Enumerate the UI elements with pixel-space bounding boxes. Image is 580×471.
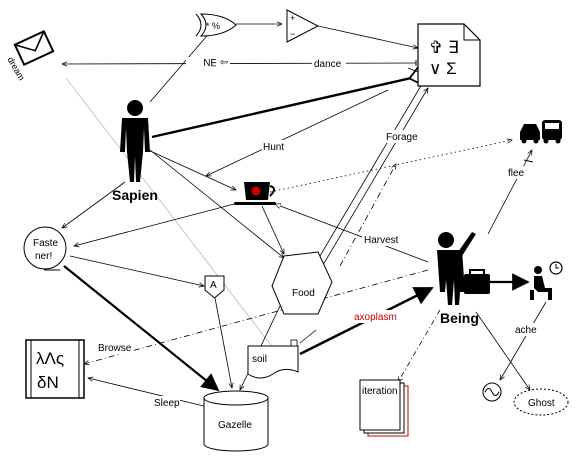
edges bbox=[62, 24, 547, 409]
edge-flee[interactable] bbox=[487, 150, 532, 235]
edge-label-ache: ache bbox=[515, 325, 537, 336]
envelope-icon[interactable] bbox=[13, 29, 55, 67]
sine-wave-icon[interactable] bbox=[482, 382, 502, 402]
edge-label-axoplasm: axoplasm bbox=[354, 312, 397, 323]
edge-being-iteration[interactable] bbox=[398, 309, 441, 382]
op-amp-icon[interactable]: + − bbox=[286, 9, 320, 43]
edge-faster-a[interactable] bbox=[69, 255, 204, 286]
gate-symbol: * % bbox=[206, 21, 220, 31]
greek-line2: δN bbox=[37, 373, 59, 392]
edge-label-browse: Browse bbox=[98, 343, 132, 354]
greek-line1: λΛς bbox=[36, 349, 64, 368]
node-label-soil: soil bbox=[252, 354, 267, 365]
clock-icon bbox=[549, 261, 563, 275]
node-label-ghost: Ghost bbox=[528, 398, 555, 409]
edge-soil-tail bbox=[299, 329, 317, 344]
vehicles-icon[interactable] bbox=[520, 120, 562, 144]
soil-node[interactable]: soil bbox=[247, 339, 299, 379]
waiting-person-icon[interactable] bbox=[530, 266, 552, 300]
edge-sapien-food bbox=[149, 149, 284, 258]
food-node[interactable]: Food bbox=[271, 251, 333, 315]
node-label-iteration: iteration bbox=[362, 386, 398, 397]
edge-forage-b bbox=[313, 83, 423, 267]
edge-cup-food[interactable] bbox=[261, 205, 284, 254]
node-label-being: Being bbox=[440, 310, 479, 326]
edge-forage-a[interactable] bbox=[319, 88, 428, 271]
edge-hunt[interactable] bbox=[206, 89, 389, 176]
edge-waiting-wave[interactable] bbox=[500, 301, 547, 380]
node-label-food: Food bbox=[292, 288, 315, 299]
amp-plus: + bbox=[290, 13, 295, 23]
faster-line1: Faste bbox=[33, 238, 58, 249]
edge-cup-vehicles[interactable] bbox=[269, 140, 512, 193]
amp-minus: − bbox=[290, 29, 295, 39]
faster-node[interactable]: Faste ner! bbox=[23, 226, 67, 271]
ghost-node[interactable]: Ghost bbox=[513, 388, 569, 416]
edge-label-mirror: ⇨ ∃N bbox=[203, 56, 228, 67]
document-icon[interactable]: ✞ ∃ ∨ Σ bbox=[417, 23, 481, 87]
document-text-line1: ✞ ∃ bbox=[429, 38, 459, 57]
edge-label-forage: Forage bbox=[386, 132, 418, 143]
edge-envelope-gazelle-faint bbox=[65, 77, 291, 371]
edge-dance[interactable] bbox=[62, 63, 416, 64]
faster-line2: ner! bbox=[35, 251, 52, 262]
tag-label: A bbox=[210, 280, 217, 291]
edge-browse[interactable] bbox=[84, 269, 429, 364]
iteration-node[interactable]: iteration bbox=[359, 379, 409, 437]
document-text-line2: ∨ Σ bbox=[429, 59, 457, 78]
edge-label-flee: flee bbox=[508, 168, 525, 179]
edge-faster-gazelle[interactable] bbox=[63, 265, 220, 392]
edge-harvest[interactable] bbox=[275, 204, 429, 263]
node-label-sapien: Sapien bbox=[112, 187, 158, 203]
edge-label-dance: dance bbox=[314, 59, 342, 70]
person-icon-being[interactable] bbox=[437, 232, 490, 305]
edge-a-gazelle[interactable] bbox=[214, 297, 232, 388]
database-icon[interactable]: Gazelle bbox=[203, 390, 269, 452]
edge-sapien-faster[interactable] bbox=[62, 181, 126, 228]
xor-gate-icon[interactable]: * % bbox=[195, 13, 237, 37]
cup-icon[interactable] bbox=[234, 182, 276, 205]
greek-symbols-node[interactable]: λΛς δN bbox=[25, 339, 85, 399]
edge-label-sleep: Sleep bbox=[154, 398, 180, 409]
node-label-gazelle: Gazelle bbox=[218, 420, 252, 431]
edge-flee-tick bbox=[523, 159, 534, 163]
edge-sapien-cup[interactable] bbox=[147, 149, 236, 190]
edge-sapien-gate[interactable] bbox=[149, 30, 212, 103]
edge-cup-faster[interactable] bbox=[74, 202, 239, 246]
edge-being-ghost[interactable] bbox=[475, 311, 530, 390]
edge-amp-doc[interactable] bbox=[317, 25, 418, 48]
edge-sapien-doc[interactable] bbox=[151, 76, 420, 139]
person-icon[interactable] bbox=[120, 100, 150, 182]
tag-icon[interactable]: A bbox=[204, 275, 225, 299]
edge-sleep[interactable] bbox=[88, 378, 213, 409]
edge-label-harvest: Harvest bbox=[364, 235, 399, 246]
edge-label-hunt: Hunt bbox=[263, 142, 284, 153]
edge-dashdot-forage bbox=[339, 164, 396, 267]
